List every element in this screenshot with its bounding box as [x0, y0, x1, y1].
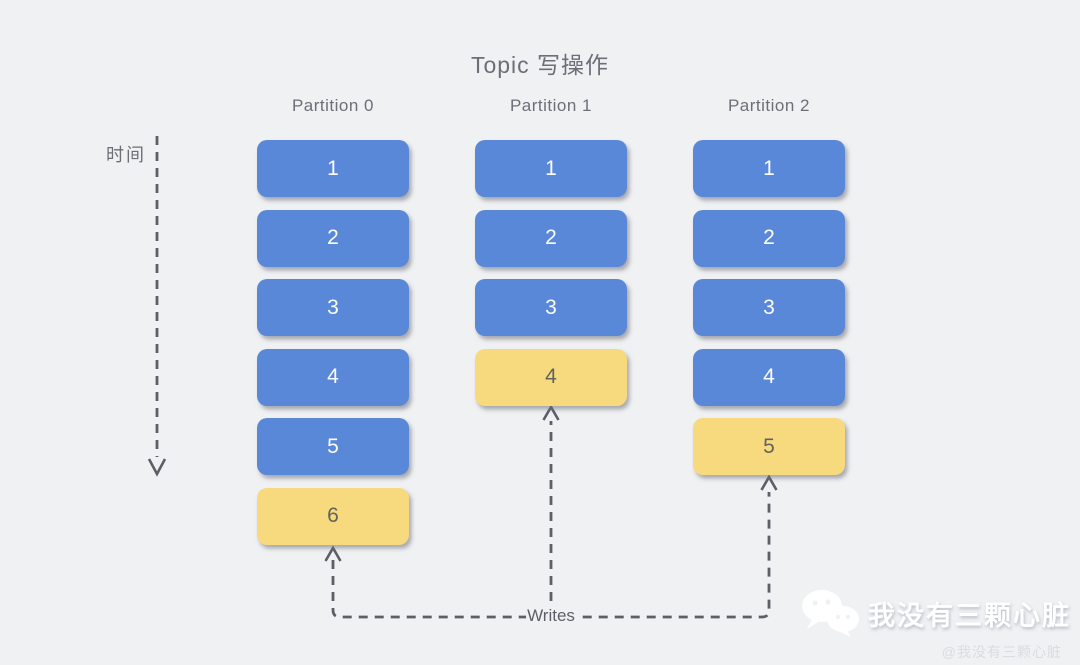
time-axis-label: 时间 [106, 145, 146, 165]
partition-0-label: Partition 0 [291, 96, 375, 115]
partition-0-block-4: 4 [257, 348, 409, 406]
partition-1-column: 1 2 3 4 [475, 140, 627, 406]
watermark-handle: @我没有三颗心脏 [941, 644, 1062, 660]
watermark-name: 我没有三颗心脏 [868, 600, 1071, 631]
partition-2-label: Partition 2 [727, 96, 811, 115]
partition-1-block-1: 1 [475, 140, 627, 197]
partition-2-block-2: 2 [693, 209, 845, 267]
partition-1-block-4: 4 [475, 348, 627, 406]
partition-0-block-2: 2 [257, 209, 409, 267]
partition-2-block-3: 3 [693, 279, 845, 336]
writes-label: Writes [526, 606, 576, 627]
watermark: 我没有三颗心脏 [800, 588, 1071, 638]
partition-1-label: Partition 1 [509, 96, 593, 115]
partition-0-block-3: 3 [257, 279, 409, 336]
partition-2-block-1: 1 [693, 140, 845, 197]
wechat-icon [802, 590, 859, 637]
partition-0-block-1: 1 [257, 140, 409, 197]
diagram-title: Topic 写操作 [470, 52, 610, 78]
partition-0-block-5: 5 [257, 418, 409, 475]
arrowhead-partition1-icon [542, 404, 560, 421]
partition-2-block-4: 4 [693, 348, 845, 406]
partition-1-block-2: 2 [475, 209, 627, 267]
arrowhead-partition2-icon [760, 474, 778, 491]
partition-2-block-5: 5 [693, 418, 845, 475]
partition-0-block-6: 6 [257, 487, 409, 545]
arrowhead-partition0-icon [324, 545, 342, 562]
partition-2-column: 1 2 3 4 5 [693, 140, 845, 475]
partition-1-block-3: 3 [475, 279, 627, 336]
time-axis-arrowhead-icon [147, 458, 167, 477]
partition-0-column: 1 2 3 4 5 6 [257, 140, 409, 545]
